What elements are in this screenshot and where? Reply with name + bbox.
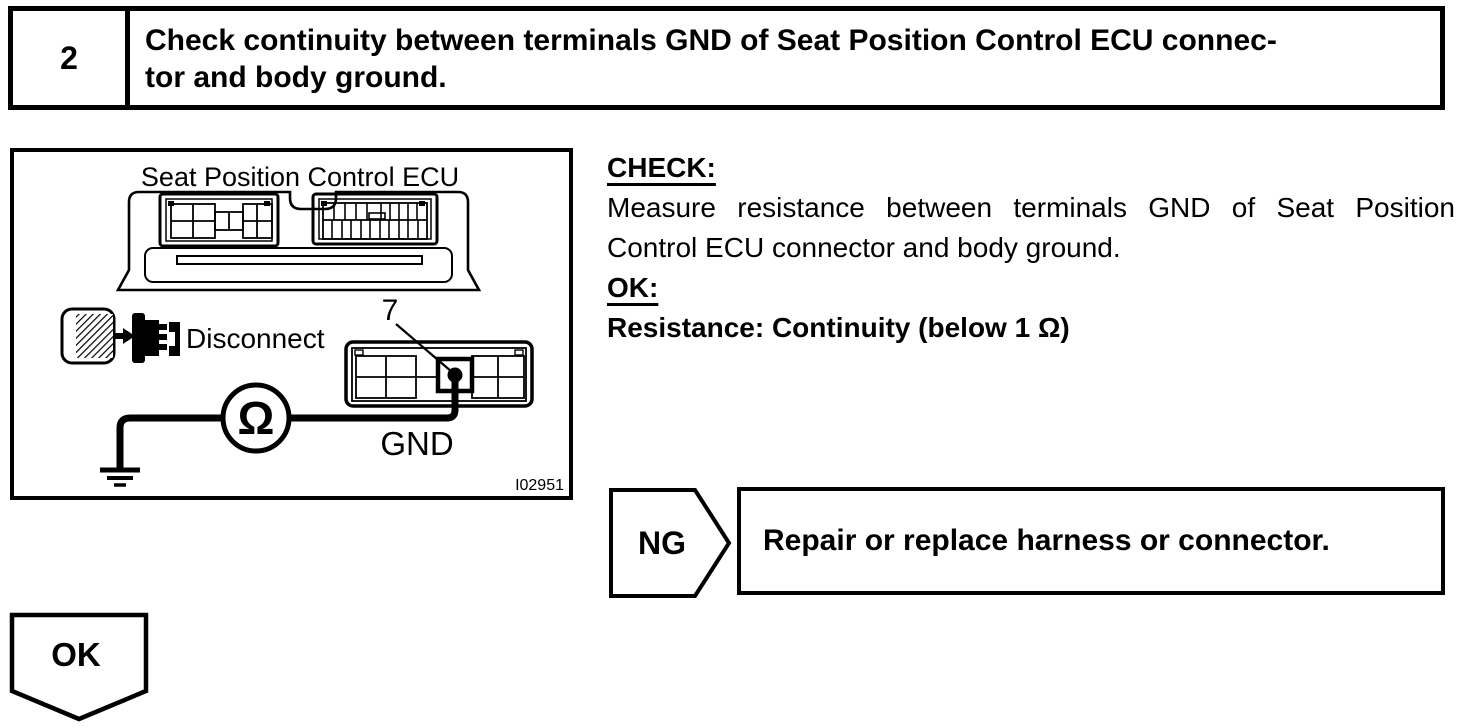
- probe-point: [447, 367, 463, 383]
- resistance-spec: Resistance: Continuity (below 1 Ω): [607, 312, 1070, 343]
- test-lead-left: [116, 414, 227, 472]
- ohm-symbol: Ω: [238, 392, 275, 444]
- ok-badge: OK: [9, 612, 149, 722]
- step-title: Check continuity between terminals GND o…: [130, 11, 1440, 105]
- ng-action-box: Repair or replace harness or connector.: [737, 487, 1445, 595]
- ecu-illustration: [115, 190, 482, 292]
- step-title-line1: Check continuity between terminals GND o…: [145, 24, 1277, 57]
- check-instruction-line2: Control ECU connector and body ground.: [607, 232, 1121, 263]
- ok-heading: OK:: [607, 268, 1455, 308]
- test-lead-right: [285, 378, 459, 422]
- gnd-label: GND: [380, 425, 453, 462]
- ng-badge: NG: [609, 488, 732, 598]
- wiring-diagram: Seat Position Control ECU: [60, 162, 564, 494]
- diagram-title: Seat Position Control ECU: [141, 162, 459, 192]
- disconnect-icon: [60, 307, 180, 365]
- step-header: 2 Check continuity between terminals GND…: [8, 6, 1445, 110]
- ground-icon: [100, 467, 140, 487]
- arrow-right-icon: [115, 328, 135, 344]
- connector-illustration: [344, 340, 534, 408]
- check-heading: CHECK:: [607, 148, 1455, 188]
- terminal-number-label: 7: [382, 294, 399, 327]
- diagram-panel: Seat Position Control ECU: [10, 148, 573, 500]
- check-instruction-line1: Measure resistance between terminals GND…: [607, 192, 1455, 223]
- step-title-line2: tor and body ground.: [145, 61, 447, 94]
- ok-heading-text: OK:: [607, 272, 659, 303]
- ok-badge-label: OK: [51, 636, 101, 673]
- check-section: CHECK: Measure resistance between termin…: [607, 148, 1455, 348]
- step-number: 2: [13, 11, 130, 105]
- ng-badge-label: NG: [638, 525, 686, 561]
- disconnect-label: Disconnect: [186, 323, 325, 354]
- figure-id: I02951: [515, 477, 564, 494]
- check-heading-text: CHECK:: [607, 152, 716, 183]
- ng-action-text: Repair or replace harness or connector.: [763, 524, 1330, 557]
- ohmmeter-icon: Ω: [220, 382, 292, 454]
